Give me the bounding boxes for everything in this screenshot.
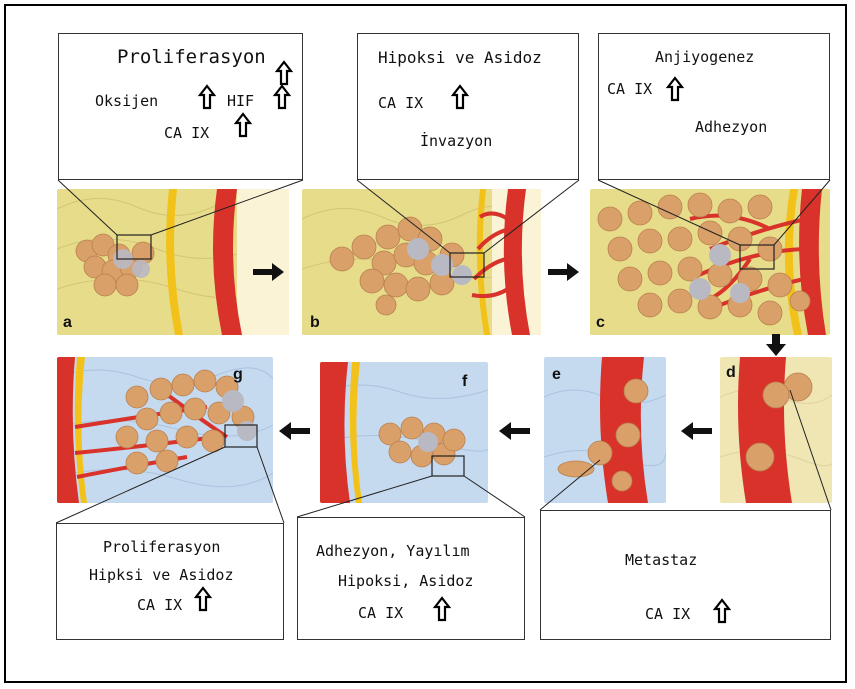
box-a-line2: Oksijen: [95, 92, 158, 110]
box-b-line3: İnvazyon: [420, 132, 492, 150]
box-f-line3: CA IX: [358, 604, 403, 622]
panel-c-label: c: [596, 314, 605, 331]
panel-g-label: g: [233, 366, 243, 383]
panel-c: c: [590, 189, 830, 335]
box-d-line1: Metastaz: [625, 551, 697, 569]
box-g-line1: Proliferasyon: [103, 538, 220, 556]
callout-box-b: Hipoksi ve Asidoz CA IX İnvazyon: [357, 33, 579, 180]
box-b-line2: CA IX: [378, 94, 423, 112]
box-a-line2b: HIF: [227, 92, 254, 110]
panel-f: f: [320, 362, 488, 503]
panel-d-label: d: [726, 364, 736, 381]
callout-box-a: Proliferasyon Oksijen HIF CA IX: [58, 33, 303, 180]
box-c-line3: Adhezyon: [695, 118, 767, 136]
box-f-line1: Adhezyon, Yayılım: [316, 542, 470, 560]
panel-e-label: e: [552, 366, 561, 383]
panel-b-label: b: [310, 314, 320, 331]
box-c-line1: Anjiyogenez: [655, 48, 754, 66]
box-c-line2: CA IX: [607, 80, 652, 98]
panel-f-label: f: [462, 373, 468, 390]
panel-a: a: [57, 189, 289, 335]
box-d-line2: CA IX: [645, 605, 690, 623]
box-b-line1: Hipoksi ve Asidoz: [378, 48, 542, 67]
panel-a-label: a: [63, 314, 72, 331]
box-a-line3: CA IX: [164, 124, 209, 142]
box-a-line1: Proliferasyon: [117, 46, 266, 68]
callout-box-g: Proliferasyon Hipksi ve Asidoz CA IX: [56, 523, 284, 640]
panel-g: g: [57, 357, 273, 503]
callout-box-c: Anjiyogenez CA IX Adhezyon: [598, 33, 830, 180]
panel-d: d: [720, 357, 832, 503]
panel-b: b: [302, 189, 541, 335]
box-g-line2: Hipksi ve Asidoz: [89, 566, 234, 584]
callout-box-f: Adhezyon, Yayılım Hipoksi, Asidoz CA IX: [297, 517, 525, 640]
callout-box-d: Metastaz CA IX: [540, 510, 831, 640]
panel-e: e: [544, 357, 666, 503]
box-f-line2: Hipoksi, Asidoz: [338, 572, 473, 590]
box-g-line3: CA IX: [137, 596, 182, 614]
